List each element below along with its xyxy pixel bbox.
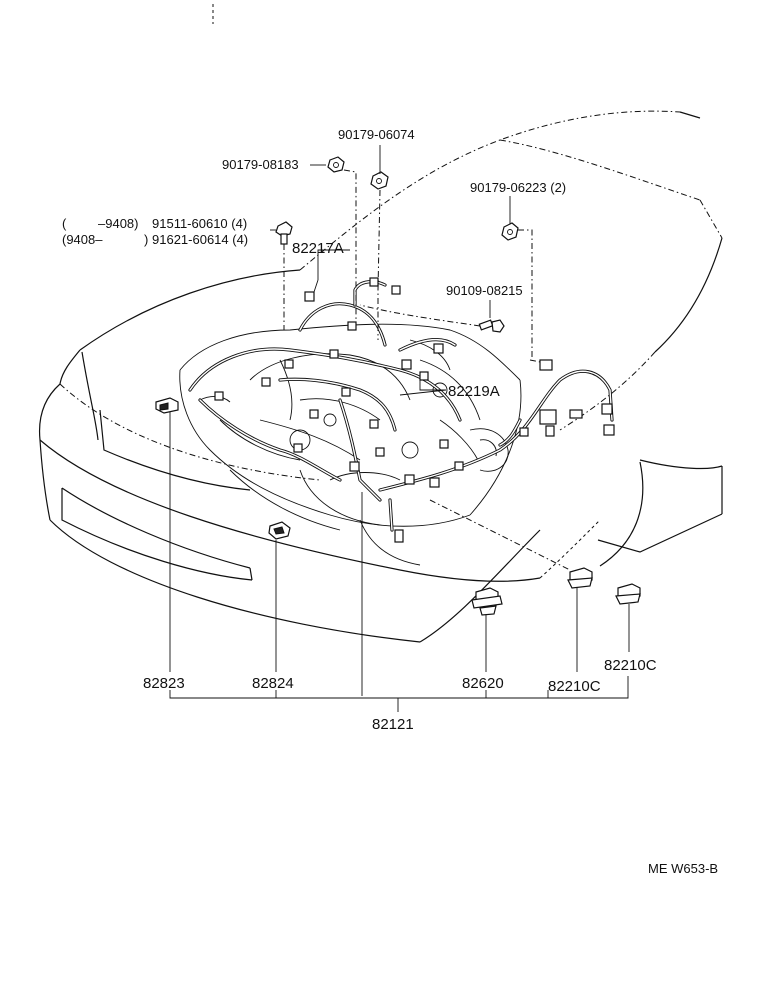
callout-91511-60610: 91511-60610 (4) [152, 216, 247, 231]
callout-82210C-a: 82210C [548, 678, 601, 695]
callout-91621-60614: 91621-60614 (4) [152, 232, 248, 247]
callout-range1-to: –9408) [98, 216, 138, 231]
callout-82210C-b: 82210C [604, 657, 657, 674]
diagram-reference-code: ME W653-B [648, 861, 718, 876]
callout-range2-close: ) [144, 232, 148, 247]
bolt-90109-08215-icon [478, 319, 505, 333]
bolt-91511-icon [275, 221, 293, 245]
clamp-parts [155, 397, 641, 616]
callout-82823: 82823 [143, 675, 185, 692]
nut-90179-06223-icon [501, 222, 519, 241]
nut-90179-08183-icon [327, 156, 345, 173]
clamp-82823-icon [155, 397, 179, 414]
clip-82210C-b-icon [615, 583, 641, 605]
clip-82210C-a-icon [567, 567, 593, 589]
callout-90179-06074: 90179-06074 [338, 127, 415, 142]
fastener-parts [275, 156, 519, 333]
callout-82824: 82824 [252, 675, 294, 692]
leader-lines [169, 145, 630, 712]
callout-90109-08215: 90109-08215 [446, 283, 523, 298]
callout-labels: 90179-06074 90179-08183 90179-06223 (2) … [62, 127, 657, 733]
clamp-82824-icon [268, 521, 291, 540]
clip-82620-icon [471, 587, 503, 616]
callout-82219A: 82219A [448, 383, 500, 400]
callout-82121: 82121 [372, 716, 414, 733]
callout-90179-06223: 90179-06223 (2) [470, 180, 566, 195]
main-wire-harness [188, 280, 614, 532]
callout-range2-from: (9408– [62, 232, 103, 247]
callout-82217A: 82217A [292, 240, 344, 257]
callout-90179-08183: 90179-08183 [222, 157, 299, 172]
harness-connectors [214, 277, 615, 543]
nut-90179-06074-icon [370, 171, 389, 190]
callout-range1-open: ( [62, 216, 67, 231]
callout-82620: 82620 [462, 675, 504, 692]
vehicle-body-outline [38, 110, 723, 643]
